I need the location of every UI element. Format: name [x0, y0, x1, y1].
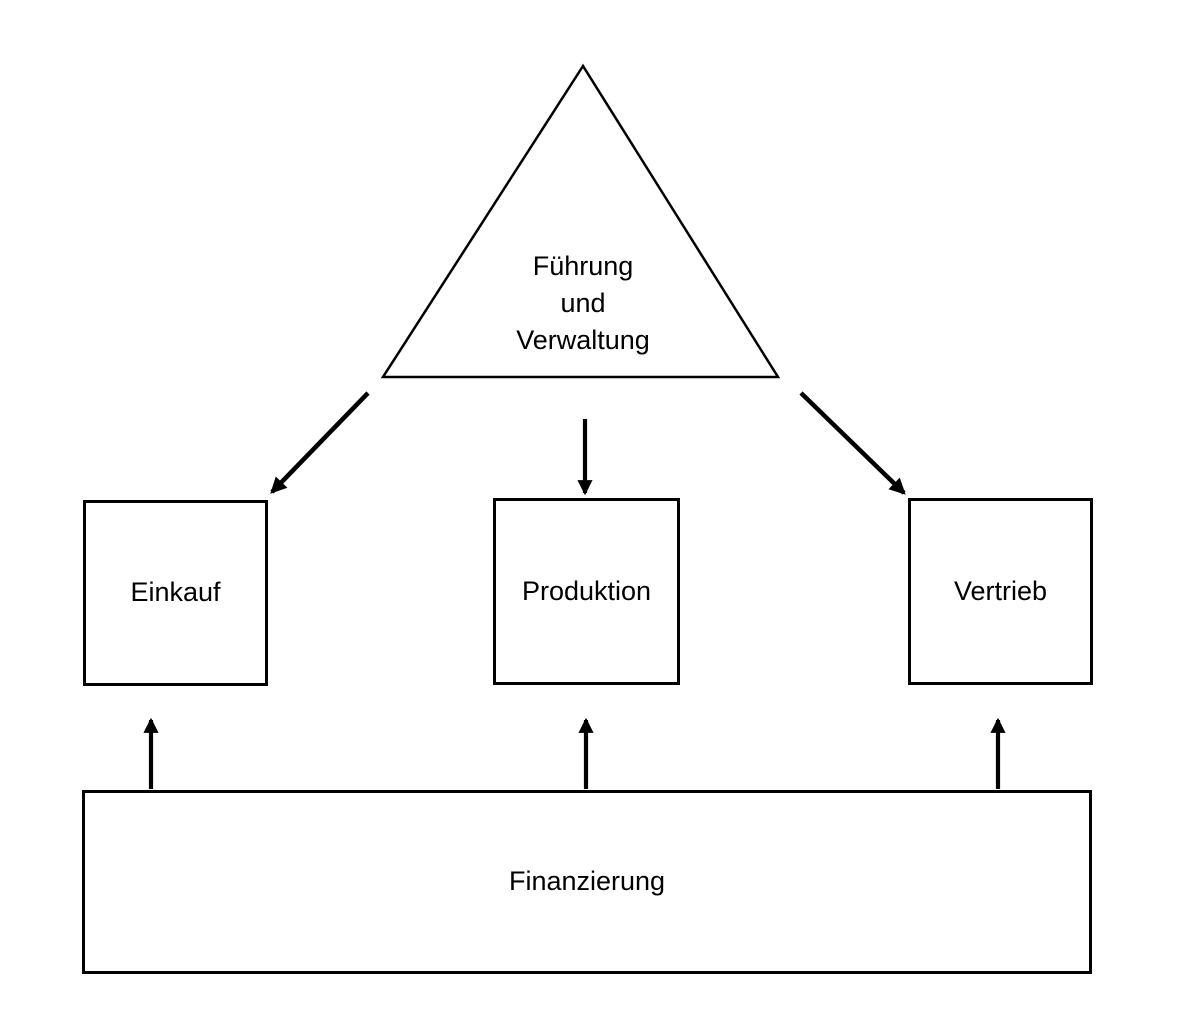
einkauf-label: Einkauf — [130, 577, 221, 608]
arrow-leadership-to-einkauf — [270, 391, 370, 494]
arrow-leadership-to-vertrieb — [799, 391, 906, 495]
produktion-label: Produktion — [521, 575, 652, 606]
leadership-triangle-shape — [380, 63, 781, 379]
einkauf-box: Einkauf — [83, 500, 268, 686]
vertrieb-box: Vertrieb — [908, 498, 1093, 685]
vertrieb-label: Vertrieb — [953, 575, 1048, 606]
finanzierung-box: Finanzierung — [82, 790, 1092, 974]
finanzierung-label: Finanzierung — [508, 866, 666, 897]
produktion-box: Produktion — [493, 498, 680, 685]
leadership-triangle-label: Führung und Verwaltung — [516, 251, 650, 355]
